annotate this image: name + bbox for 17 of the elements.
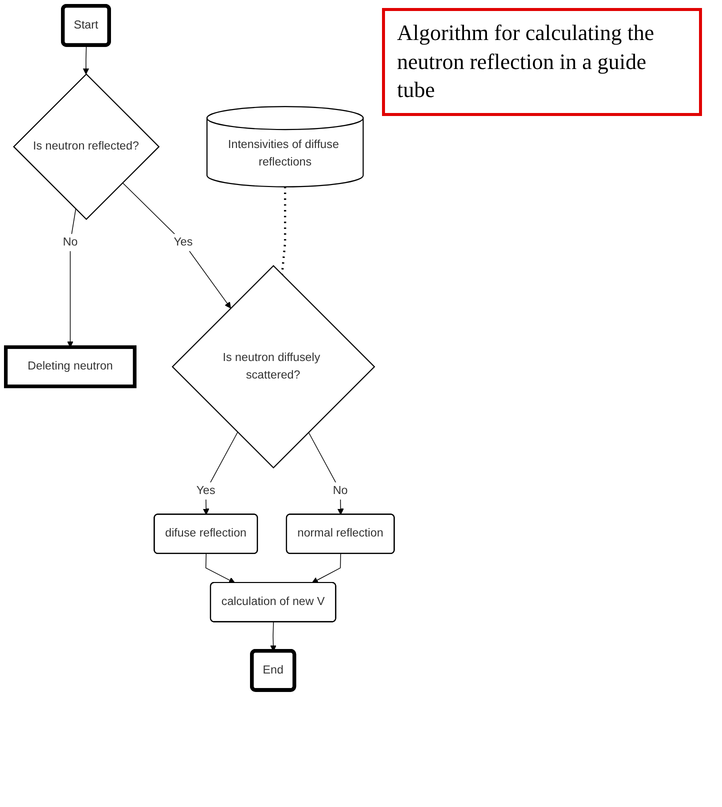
node-diamond: Is neutron diffusely scattered? xyxy=(172,265,376,468)
node-box: Deleting neutron xyxy=(4,345,136,388)
arrow xyxy=(82,45,90,74)
arrow xyxy=(308,432,344,515)
arrow xyxy=(312,553,342,584)
edge-label: No xyxy=(62,236,78,248)
arrow xyxy=(67,208,76,348)
connector xyxy=(280,186,286,275)
node-diamond: Is neutron reflected? xyxy=(12,73,160,220)
edge-label: Yes xyxy=(174,236,193,248)
edge-label: Yes xyxy=(196,484,216,497)
arrow xyxy=(270,622,276,652)
arrow xyxy=(122,182,231,308)
arrow xyxy=(202,432,238,515)
title: Algorithm for calculating the neutron reflection in a guide tube xyxy=(382,8,702,116)
edge-label: No xyxy=(332,484,348,497)
arrow xyxy=(205,553,236,584)
